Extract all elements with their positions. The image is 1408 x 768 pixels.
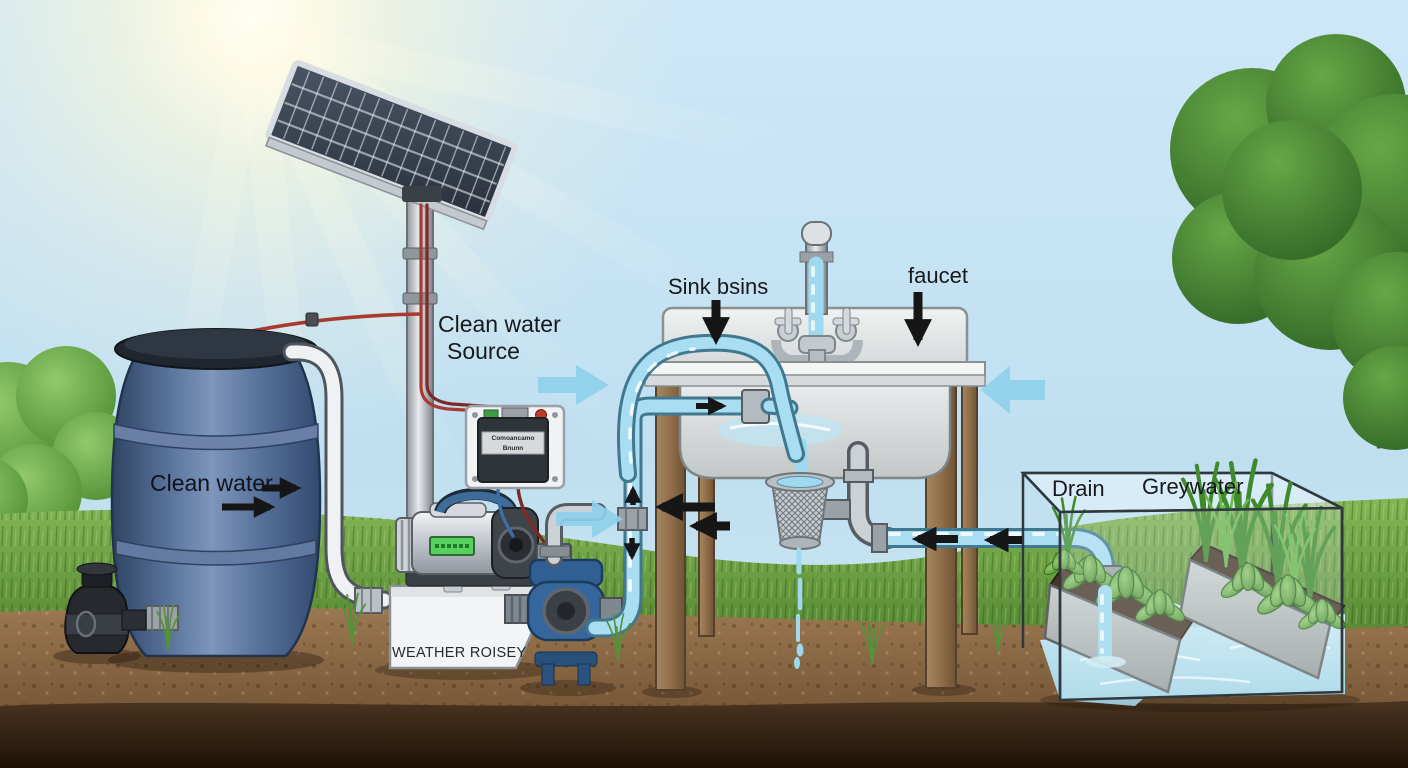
panel-mount: [402, 186, 442, 202]
sink-rim: [644, 361, 986, 377]
pump-output-block-arrow: [556, 500, 623, 538]
controller-label-line2: Bnunn: [502, 444, 524, 452]
glass-box-front: [1058, 506, 1344, 702]
controller-box: [464, 404, 566, 490]
valve-shadow: [520, 680, 616, 696]
drip-stream: [794, 547, 804, 669]
right-tree: [1170, 34, 1408, 450]
hose-arc: [617, 333, 805, 483]
flow-arrows: [222, 292, 1022, 561]
controller-label: Comoancamo Bnunn: [482, 434, 544, 454]
pour-stream: [1086, 585, 1126, 668]
sink-strainer: [765, 438, 835, 669]
greywater-bed: [1020, 461, 1349, 706]
planter-trough: [1043, 566, 1194, 694]
clean-water-source-line2: Source: [447, 338, 520, 364]
controller-label-line1: Comoancamo: [491, 435, 535, 442]
greywater-label: Greywater: [1142, 474, 1244, 499]
faucet-fixture: [771, 307, 863, 367]
sink-basins-label: Sink bsins: [668, 274, 769, 299]
solar-panel: [265, 60, 518, 231]
barrel-label: Clean water: [150, 470, 273, 496]
power-wires: [240, 203, 498, 414]
inline-filter: [64, 562, 179, 654]
water-barrel: [110, 328, 322, 658]
drain-label: Drain: [1052, 476, 1105, 501]
clean-supply-block-arrow: [538, 365, 609, 405]
sink-leg: [961, 379, 978, 635]
subsoil: [0, 701, 1408, 768]
faucet-label: faucet: [908, 263, 968, 288]
clean-water-source-line1: Clean water: [438, 311, 561, 337]
pump-box-label: WEATHER ROISEY: [392, 645, 527, 661]
barrel-outlet-pipe: [282, 342, 394, 614]
pump-motor: [395, 488, 539, 587]
clean-water-source-label: Clean water Source: [438, 311, 561, 365]
sink-return-block-arrow: [981, 366, 1045, 414]
